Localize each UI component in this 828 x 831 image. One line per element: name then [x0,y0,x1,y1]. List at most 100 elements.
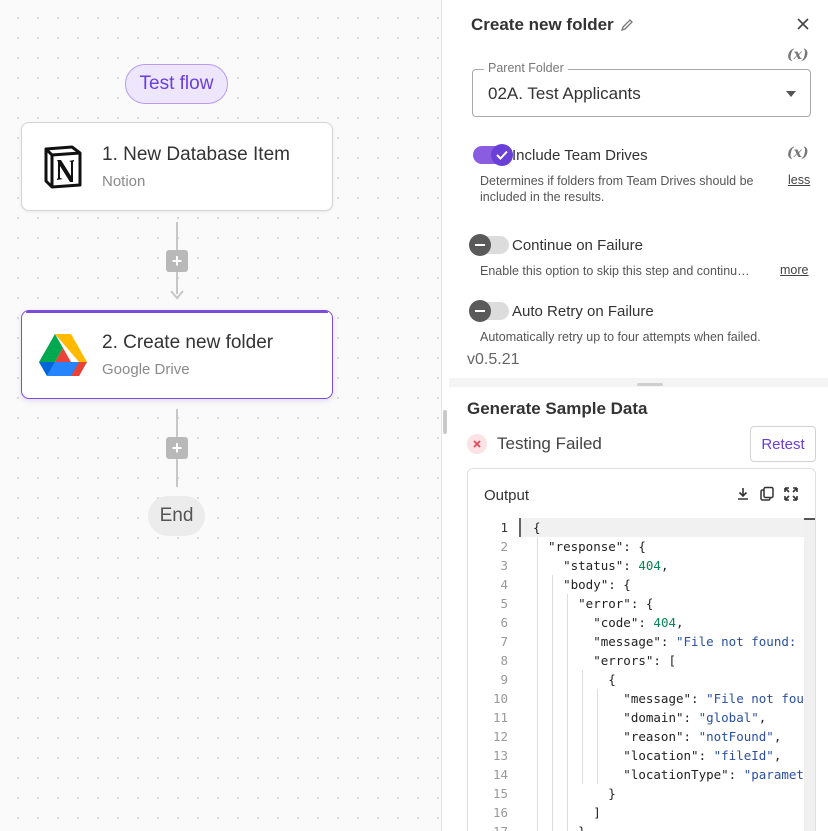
flow-canvas[interactable]: Test flow 1. New Database Item Notion + [0,0,442,831]
code-line: 17 } [468,822,815,831]
active-line-highlight [520,518,815,537]
auto-retry-description: Automatically retry up to four attempts … [480,330,761,344]
auto-retry-label: Auto Retry on Failure [512,303,654,320]
step-card-notion[interactable]: 1. New Database Item Notion [21,122,333,211]
retest-button[interactable]: Retest [750,426,816,462]
continue-on-failure-label: Continue on Failure [512,237,643,254]
code-line: 14 "locationType": "paramete [468,765,815,784]
connector-line [176,409,178,437]
panel-title-text: Create new folder [471,15,614,34]
test-flow-button[interactable]: Test flow [125,64,228,104]
code-line: 13 "location": "fileId", [468,746,815,765]
connector-line [176,222,178,250]
code-line: 10 "message": "File not foun [468,689,815,708]
line-number: 7 [500,634,508,649]
parent-folder-value: 02A. Test Applicants [488,84,641,103]
code-text: "reason": "notFound", [533,729,782,744]
code-line: 4 "body": { [468,575,815,594]
code-line: 8 "errors": [ [468,651,815,670]
scrollbar-track[interactable] [804,518,815,831]
panel-title: Create new folder [471,15,634,35]
line-number: 8 [500,653,508,668]
auto-retry-toggle[interactable] [469,300,509,322]
include-team-drives-label: Include Team Drives [512,147,648,164]
expand-icon[interactable] [783,486,799,502]
code-text: } [533,822,586,831]
line-number: 17 [468,822,508,831]
code-text: "errors": [ [533,653,676,668]
parent-folder-label: Parent Folder [484,61,568,75]
code-line: 5 "error": { [468,594,815,613]
text-cursor [519,518,521,537]
check-icon [491,144,513,166]
chevron-down-icon [786,91,796,97]
step-subtitle: Notion [102,172,146,190]
status-text: Testing Failed [497,434,602,453]
code-line: 2 "response": { [468,537,815,556]
line-number: 6 [500,615,508,630]
line-number: 1 [500,520,508,535]
line-number: 12 [492,729,508,744]
panel-divider [441,0,442,831]
parent-folder-select[interactable]: Parent Folder 02A. Test Applicants [472,61,811,117]
formula-toggle-icon[interactable]: (x) [787,47,809,63]
copy-icon[interactable] [759,486,775,502]
resize-handle[interactable] [443,410,447,434]
code-line: 16 ] [468,803,815,822]
include-team-drives-description: Determines if folders from Team Drives s… [480,174,754,204]
code-line: 11 "domain": "global", [468,708,815,727]
continue-on-failure-description: Enable this option to skip this step and… [480,264,750,278]
notion-logo-icon [38,142,88,192]
test-status: Testing Failed [467,434,602,454]
line-number: 15 [492,786,508,801]
code-text: "code": 404, [533,615,684,630]
error-icon [467,434,487,454]
line-number: 4 [500,577,508,592]
step-card-google-drive[interactable]: 2. Create new folder Google Drive [21,310,333,399]
pencil-icon[interactable] [620,18,634,32]
add-step-button[interactable]: + [166,437,188,459]
download-icon[interactable] [735,486,751,502]
line-number: 3 [500,558,508,573]
code-text: "location": "fileId", [533,748,782,763]
drag-handle-icon[interactable] [637,383,663,386]
section-separator [449,378,828,387]
code-text: "status": 404, [533,558,669,573]
step-settings: Create new folder (x) Parent Folder 02A.… [449,0,828,378]
less-link[interactable]: less [788,173,811,187]
minus-icon [469,234,491,256]
code-text: "message": "File not foun [533,691,812,706]
code-line: 15 } [468,784,815,803]
code-line: 12 "reason": "notFound", [468,727,815,746]
code-text: "response": { [533,539,646,554]
line-number: 11 [492,710,508,725]
code-text: "locationType": "paramete [533,767,812,782]
code-text: "error": { [533,596,654,611]
step-settings-panel: Create new folder (x) Parent Folder 02A.… [449,0,828,831]
json-output-editor[interactable]: 1{2 "response": {3 "status": 404,4 "body… [468,518,815,831]
step-title: 1. New Database Item [102,143,290,165]
line-number: 13 [492,748,508,763]
scrollbar-thumb[interactable] [804,518,815,520]
code-text: "body": { [533,577,631,592]
end-node: End [148,496,205,536]
continue-on-failure-toggle[interactable] [469,234,509,256]
more-link[interactable]: more [780,263,809,277]
line-number: 9 [500,672,508,687]
code-text: ] [533,805,601,820]
add-step-button[interactable]: + [166,250,188,272]
line-number: 5 [500,596,508,611]
code-text: "message": "File not found: 1 [533,634,811,649]
formula-toggle-icon[interactable]: (x) [787,145,809,161]
close-icon[interactable] [794,15,812,33]
code-text: "domain": "global", [533,710,767,725]
code-text: } [533,786,616,801]
code-text: { [533,672,616,687]
connector-line [176,459,178,487]
connector-line [176,272,178,294]
include-team-drives-toggle[interactable] [473,144,513,166]
version-label: v0.5.21 [467,351,520,368]
code-line: 1{ [468,518,815,537]
output-label: Output [484,487,530,504]
sample-data-title: Generate Sample Data [467,399,648,418]
